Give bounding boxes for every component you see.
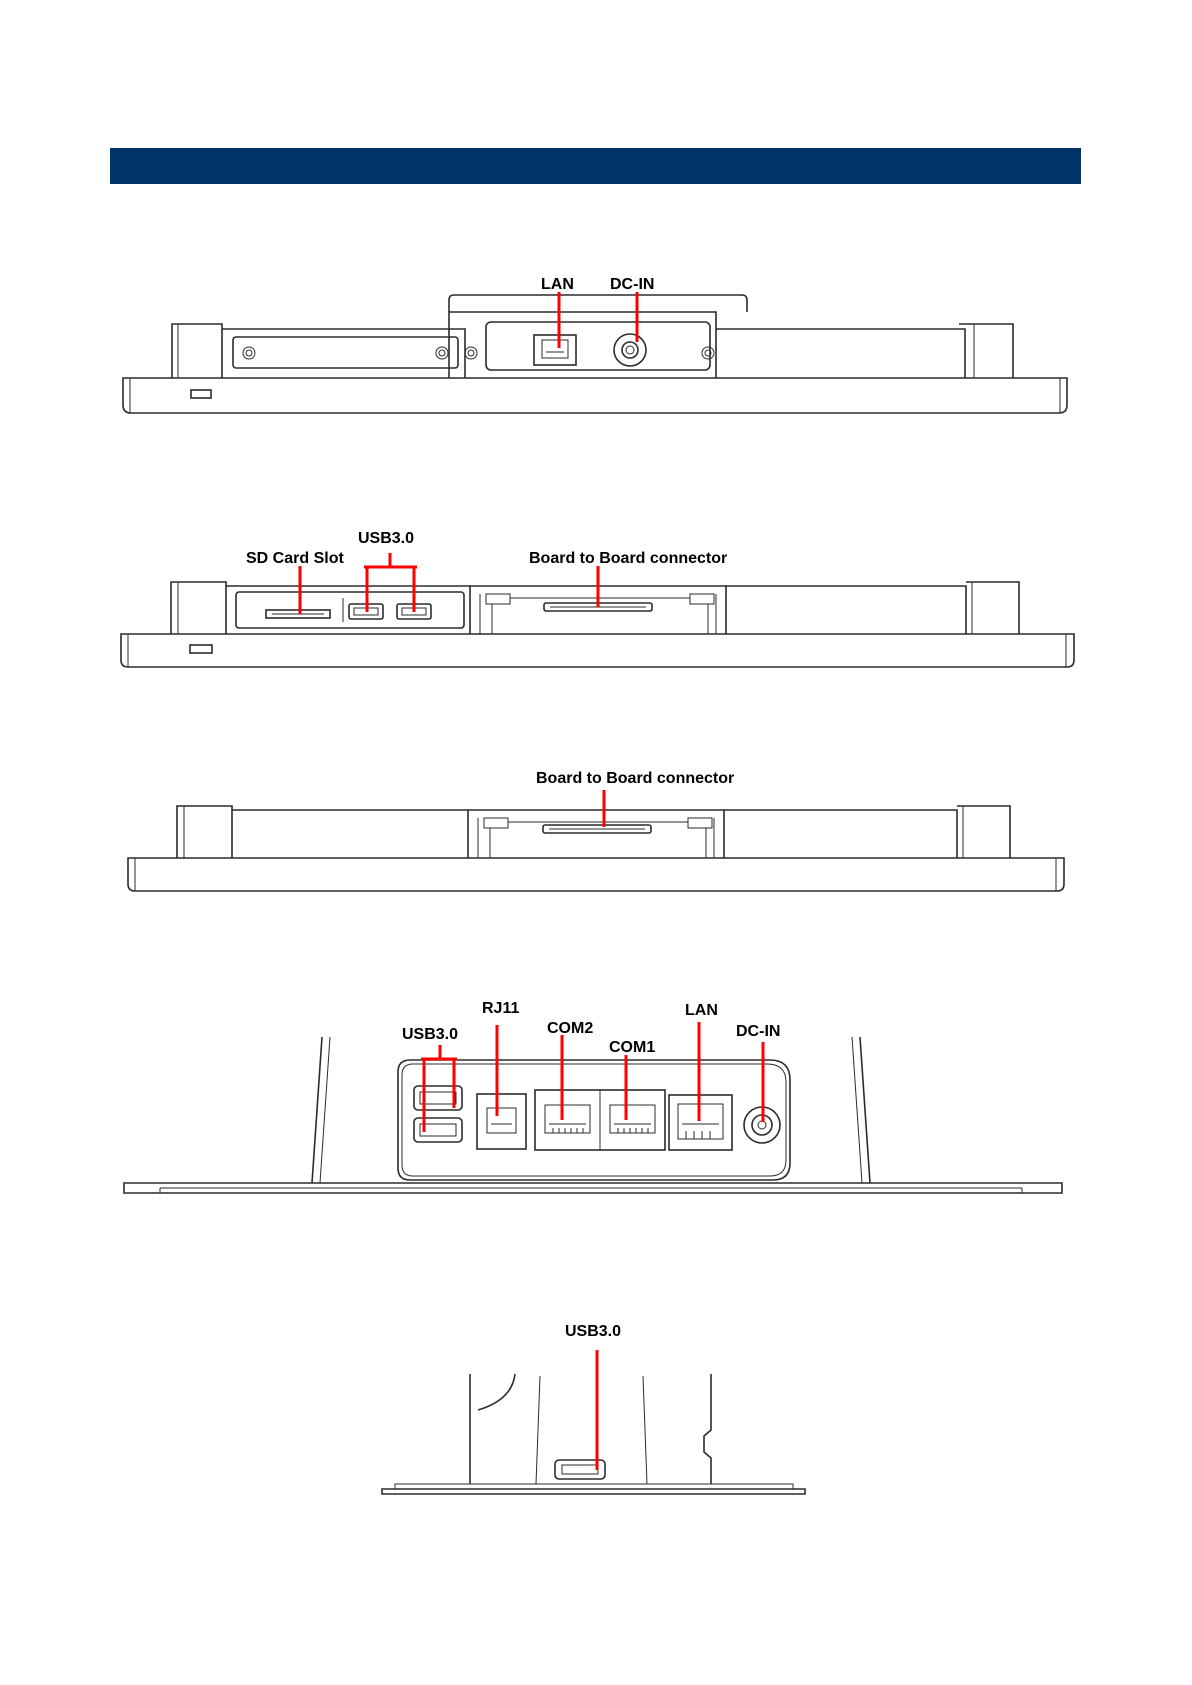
label-rj11: RJ11 [482,1000,519,1017]
label-com1: COM1 [609,1039,655,1056]
label-usb3: USB3.0 [402,1026,458,1043]
label-com2: COM2 [547,1020,593,1037]
view-1-top-edge: LAN DC-IN [123,276,1067,413]
view-3-side-edge: Board to Board connector [128,770,1064,891]
label-board-to-board: Board to Board connector [529,550,727,567]
label-dc-in: DC-IN [736,1023,780,1040]
label-lan: LAN [541,276,574,293]
label-board-to-board: Board to Board connector [536,770,734,787]
label-usb3: USB3.0 [565,1323,621,1340]
label-usb3: USB3.0 [358,530,414,547]
label-dc-in: DC-IN [610,276,654,293]
label-lan: LAN [685,1002,718,1019]
view-2-side-edge: SD Card Slot USB3.0 Board to Board conne… [121,530,1074,667]
view-4-bottom-io: USB3.0 RJ11 COM2 COM1 LAN DC-IN [124,1000,1062,1193]
label-sd-card-slot: SD Card Slot [246,550,344,567]
view-5-stand-side: USB3.0 [382,1323,805,1494]
